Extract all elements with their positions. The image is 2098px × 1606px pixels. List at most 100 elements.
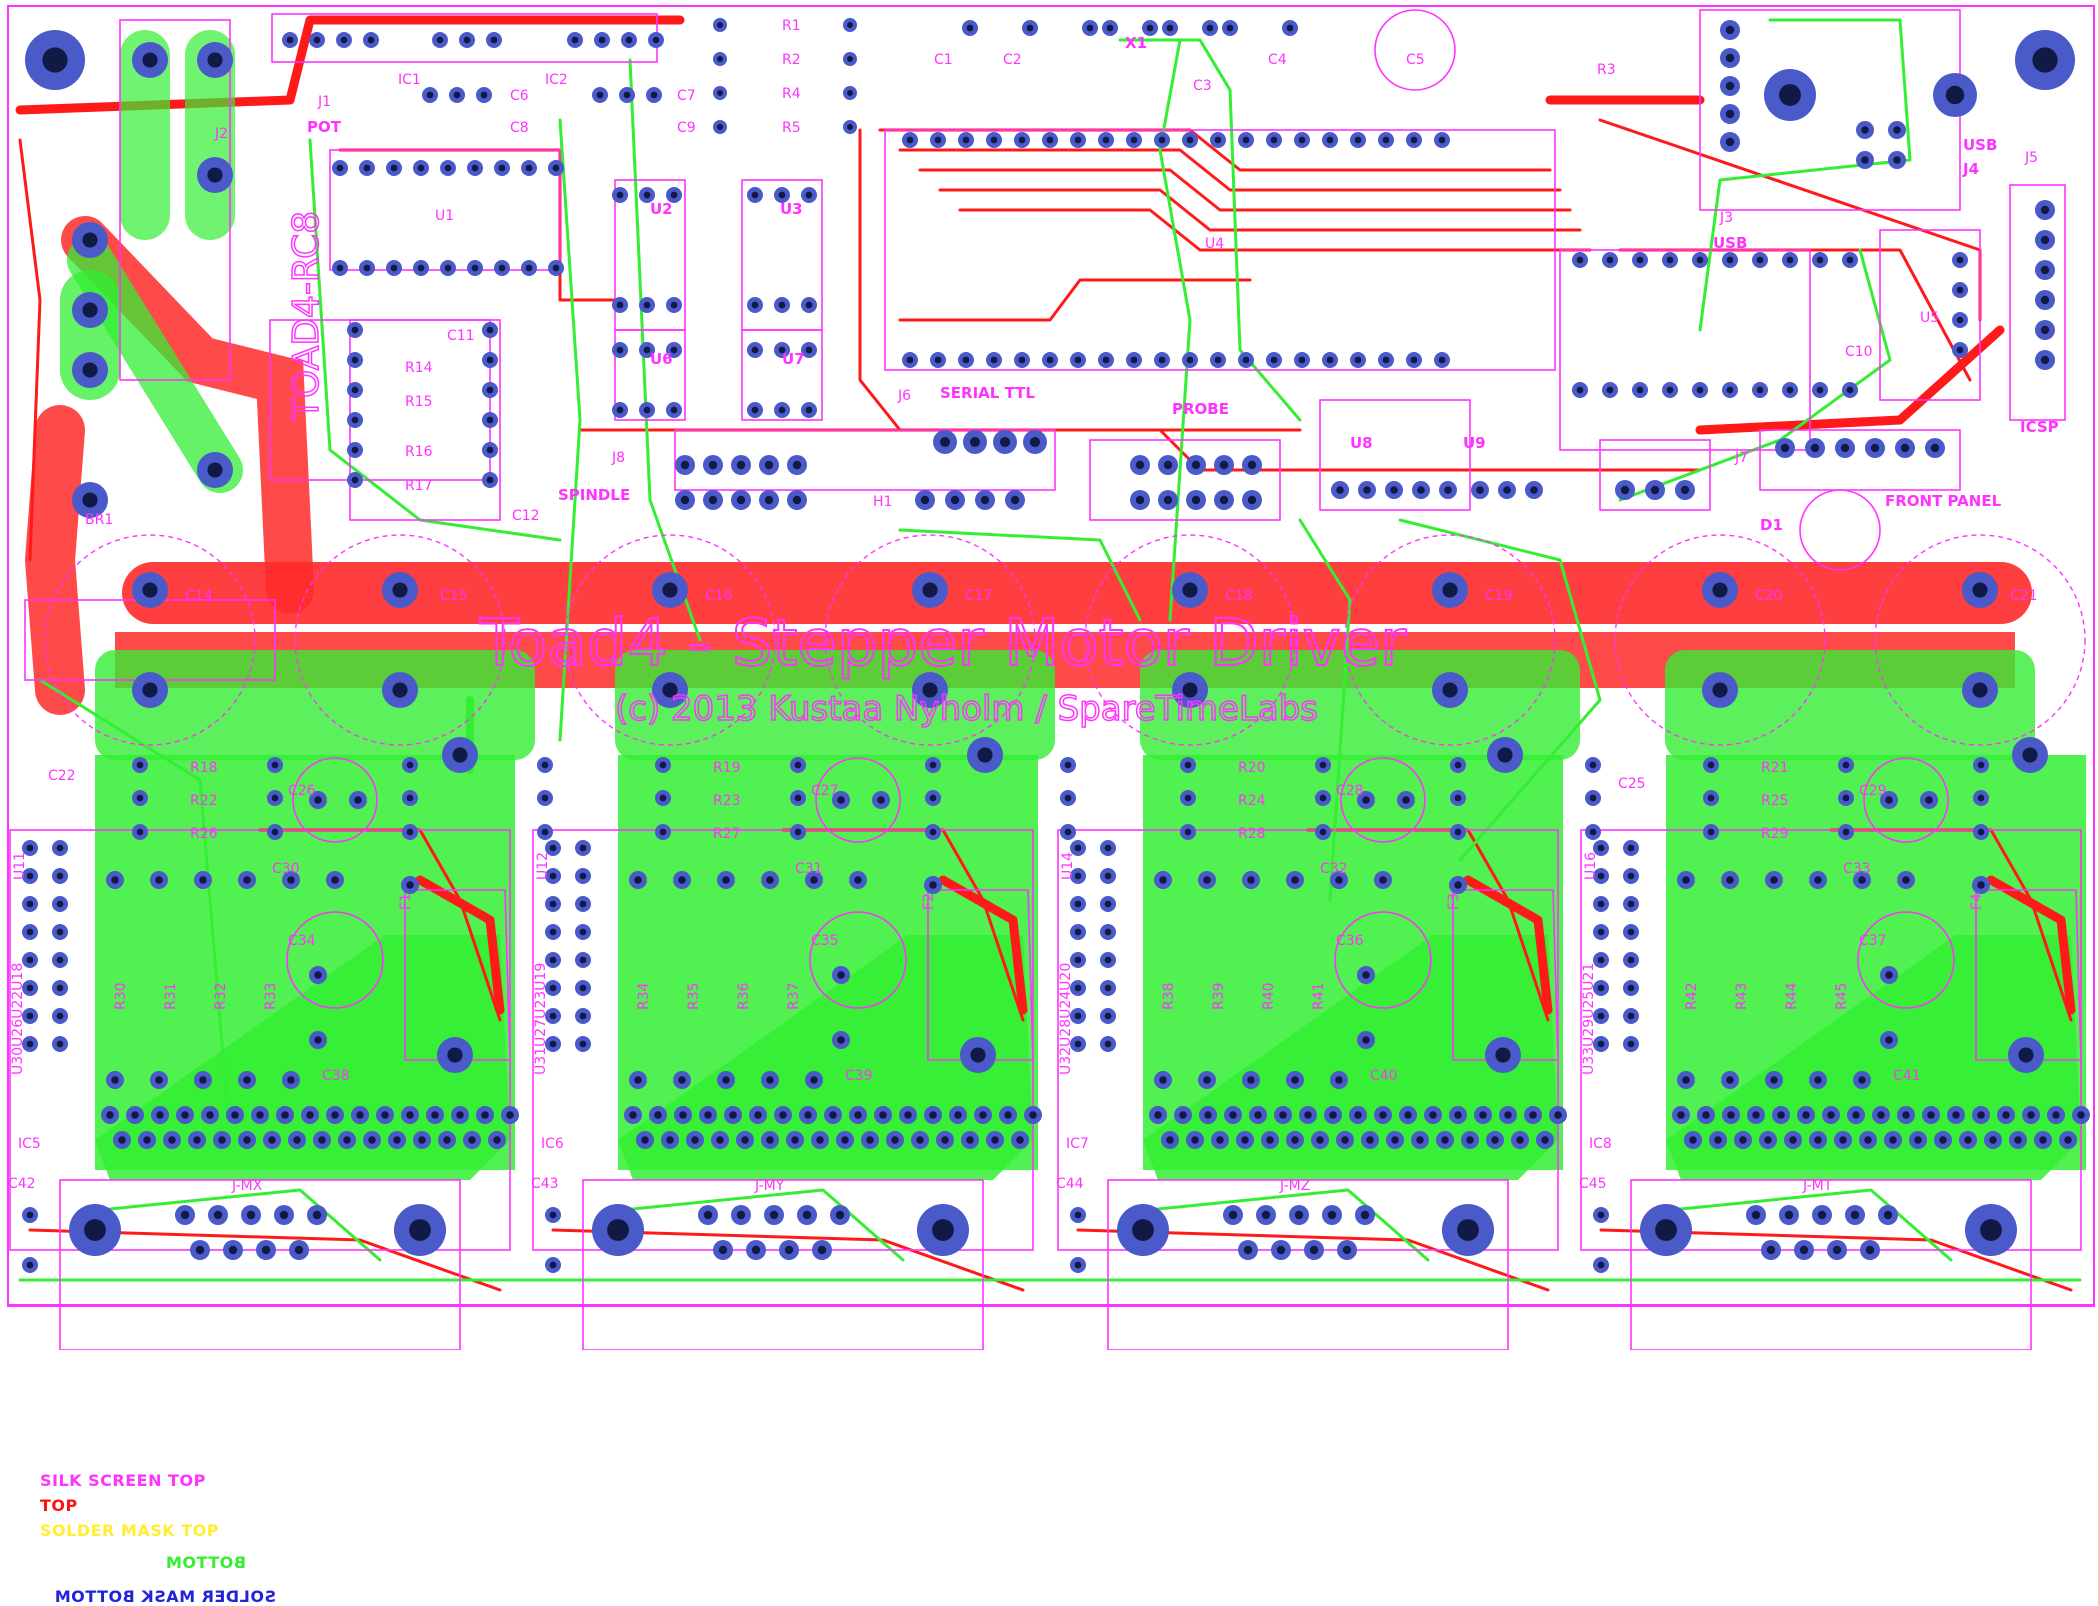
pad-hole	[1191, 460, 1201, 470]
pad-hole	[579, 984, 587, 992]
pad-hole	[736, 495, 746, 505]
pad-hole	[351, 356, 359, 364]
label-u9: U9	[1463, 434, 1486, 452]
pad-hole	[1956, 346, 1964, 354]
pad-hole	[2064, 1136, 2072, 1144]
pad-hole	[1977, 1111, 1985, 1119]
pad-hole	[1786, 256, 1794, 264]
channel-resistor-label: R44	[1784, 982, 1800, 1010]
pad-hole	[1725, 137, 1735, 147]
pad-hole	[1064, 828, 1072, 836]
pad-hole	[1636, 386, 1644, 394]
pad-hole	[392, 582, 408, 598]
channel-cap-label: C26	[288, 783, 316, 799]
pad-hole	[1327, 1210, 1337, 1220]
bulk-cap-label: C21	[2010, 588, 2038, 604]
pad-hole	[1925, 796, 1933, 804]
pad-hole	[1504, 1111, 1512, 1119]
pad-hole	[929, 794, 937, 802]
pad-hole	[1770, 876, 1778, 884]
channel-resistor-label: R32	[213, 982, 229, 1010]
pad-hole	[1158, 356, 1166, 364]
pad-hole	[1166, 24, 1174, 32]
pad-hole	[392, 682, 408, 698]
pad-hole	[481, 1111, 489, 1119]
pad-hole	[954, 1111, 962, 1119]
pad-hole	[1927, 1111, 1935, 1119]
pad-hole	[56, 984, 64, 992]
pad-hole	[1316, 1136, 1324, 1144]
pad-hole	[1261, 1210, 1271, 1220]
label-pot: POT	[307, 118, 342, 136]
pad-hole	[1074, 928, 1082, 936]
channel-cap-label: C29	[1859, 783, 1887, 799]
pad-hole	[1104, 1012, 1112, 1020]
pad-hole	[1606, 386, 1614, 394]
pad-hole	[343, 1136, 351, 1144]
pad-hole	[659, 794, 667, 802]
pad-hole	[1491, 1136, 1499, 1144]
label-x1: X1	[1125, 34, 1147, 52]
pad-hole	[231, 1111, 239, 1119]
label-c5: C5	[1406, 52, 1425, 68]
pad-hole	[1206, 24, 1214, 32]
label-spindle: SPINDLE	[558, 486, 630, 504]
pad-hole	[634, 1076, 642, 1084]
pad-hole	[1214, 136, 1222, 144]
pad-hole	[286, 36, 294, 44]
channel-resistor-label: R22	[190, 793, 218, 809]
pad-hole	[1680, 485, 1690, 495]
pad-hole	[920, 495, 930, 505]
pad-hole	[1865, 1245, 1875, 1255]
pad-hole	[579, 900, 587, 908]
pad-hole	[207, 52, 223, 68]
pad-hole	[2040, 355, 2050, 365]
pad-hole	[717, 22, 723, 28]
pad-hole	[1242, 136, 1250, 144]
pad-hole	[1362, 971, 1370, 979]
pad-hole	[1725, 25, 1735, 35]
pad-hole	[1696, 386, 1704, 394]
channel-resistor-label: R43	[1734, 982, 1750, 1010]
pad-hole	[1861, 156, 1869, 164]
label-r14: R14	[405, 360, 433, 376]
pad-hole	[1597, 1261, 1605, 1269]
pad-hole	[764, 495, 774, 505]
pad-hole	[1682, 876, 1690, 884]
pad-hole	[393, 1136, 401, 1144]
pad-hole	[1739, 1136, 1747, 1144]
label-c1: C1	[934, 52, 953, 68]
pad-hole	[1247, 460, 1257, 470]
pad-hole	[837, 1036, 845, 1044]
pad-hole	[1329, 1111, 1337, 1119]
pad-hole	[1817, 1210, 1827, 1220]
pad-hole	[1298, 136, 1306, 144]
label-c11: C11	[447, 328, 475, 344]
pad-hole	[1291, 1076, 1299, 1084]
pad-hole	[195, 1245, 205, 1255]
pad-hole	[1842, 761, 1850, 769]
pad-hole	[471, 264, 479, 272]
pad-hole	[966, 24, 974, 32]
pad-hole	[26, 956, 34, 964]
channel-cap-label: C28	[1336, 783, 1364, 799]
pad-hole	[2039, 1136, 2047, 1144]
board-vertical-label: TOAD4-RC8	[286, 211, 327, 421]
pad-hole	[939, 436, 951, 448]
pad-hole	[805, 191, 813, 199]
pads	[22, 18, 2090, 1273]
pad-hole	[1766, 1245, 1776, 1255]
pad-hole	[691, 1136, 699, 1144]
pad-hole	[1597, 928, 1605, 936]
pad-hole	[1102, 356, 1110, 364]
pad-hole	[1104, 900, 1112, 908]
pad-hole	[218, 1136, 226, 1144]
pad-hole	[1885, 1036, 1893, 1044]
pad-hole	[1714, 1136, 1722, 1144]
pad-hole	[579, 844, 587, 852]
pad-hole	[1219, 495, 1229, 505]
pad-hole	[1606, 256, 1614, 264]
pad-hole	[1335, 876, 1343, 884]
label-u4: U4	[1205, 236, 1224, 252]
